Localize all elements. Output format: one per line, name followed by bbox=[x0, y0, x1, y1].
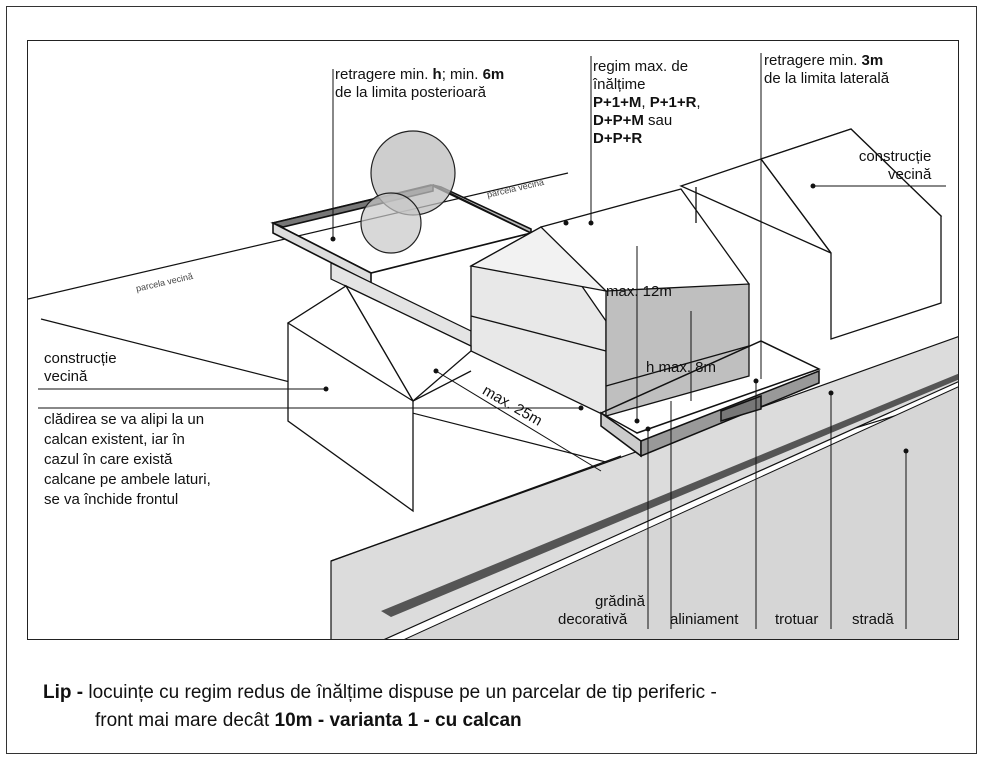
right-neighbor bbox=[679, 128, 943, 340]
street-strips bbox=[330, 336, 958, 639]
outer-frame bbox=[6, 6, 977, 754]
left-neighbor bbox=[286, 284, 472, 513]
caption-line2: front mai mare decât 10m - varianta 1 - … bbox=[95, 710, 522, 731]
street-label: stradă bbox=[852, 611, 894, 628]
leader-lines bbox=[38, 53, 946, 629]
height-regime-label: regim max. de înălțime P+1+M, P+1+R, D+P… bbox=[593, 58, 701, 147]
garden-label: grădină bbox=[594, 593, 645, 610]
lateral-setback-label: retragere min. 3m de la limita laterală bbox=[764, 52, 890, 87]
front-enclosure bbox=[599, 340, 821, 458]
caption-line1: locuințe cu regim redus de înălțime disp… bbox=[83, 682, 717, 703]
leader-dots bbox=[323, 183, 909, 454]
caption-code: Lip - bbox=[43, 682, 84, 703]
axonometric-drawing bbox=[28, 53, 958, 639]
sidewalk-label: trotuar bbox=[775, 611, 819, 628]
neighbor-right-label: construcție vecină bbox=[858, 148, 932, 183]
garden-label-2: decorativă bbox=[558, 611, 628, 628]
caption: Lip - locuințe cu regim redus de înălțim… bbox=[43, 679, 717, 735]
max-height-label: max. 12m bbox=[606, 283, 672, 300]
alignment-label: aliniament bbox=[670, 611, 739, 628]
drawing-frame bbox=[27, 40, 959, 640]
party-wall-note: clădirea se va alipi la un calcan existe… bbox=[44, 411, 211, 508]
hmax-label: h max. 8m bbox=[646, 359, 717, 376]
setback-circle-small bbox=[360, 192, 422, 254]
rear-setback-label: retragere min. h; min. 6m de la limita p… bbox=[335, 66, 505, 101]
neighbor-left-label: construcție vecină bbox=[44, 350, 117, 385]
